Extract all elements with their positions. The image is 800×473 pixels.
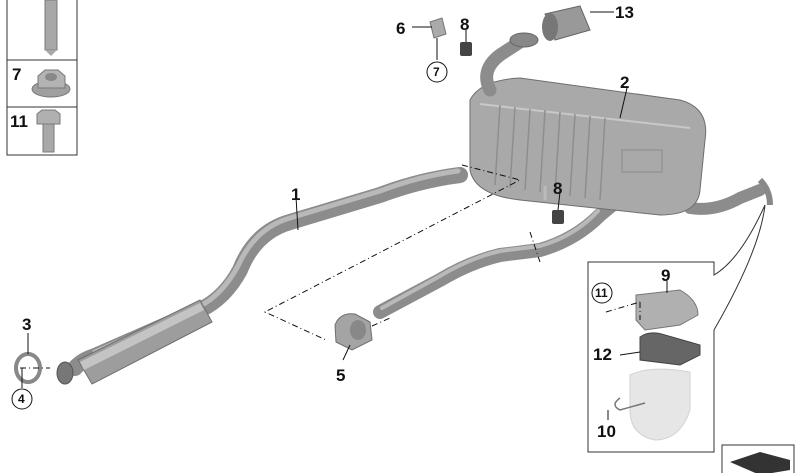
- center-pipe[interactable]: [373, 184, 766, 319]
- legend-item-11[interactable]: 11: [10, 112, 28, 131]
- detail-inset-frame: [587, 204, 766, 453]
- car-orientation-icon: [730, 452, 790, 473]
- callout-8-upper[interactable]: 8: [460, 15, 469, 34]
- callout-8-lower[interactable]: 8: [553, 179, 562, 198]
- callout-1[interactable]: 1: [291, 185, 300, 204]
- callout-9[interactable]: 9: [661, 266, 670, 285]
- stud-bolt-image: [44, 0, 58, 56]
- bracket-part-6[interactable]: [429, 17, 447, 39]
- callout-7[interactable]: 7: [433, 65, 440, 79]
- callout-12[interactable]: 12: [593, 345, 612, 364]
- assembly-line-center: [529, 231, 541, 263]
- callout-2[interactable]: 2: [620, 73, 629, 92]
- bracket-part-12[interactable]: [639, 332, 701, 366]
- callout-13[interactable]: 13: [615, 3, 634, 22]
- callout-5[interactable]: 5: [336, 366, 345, 385]
- clip-part-10[interactable]: [614, 397, 646, 411]
- flange-nut-image: [31, 69, 71, 98]
- callout-4[interactable]: 4: [18, 392, 25, 406]
- callout-circle-7: [426, 61, 448, 83]
- tailpipe-trim-part-13[interactable]: [542, 5, 591, 41]
- legend-item-7[interactable]: 7: [12, 65, 21, 84]
- assembly-line-clamp: [371, 317, 391, 327]
- orientation-icon-frame: [721, 444, 795, 473]
- front-pipe-part-1[interactable]: [56, 167, 468, 385]
- clamp-part-5[interactable]: [334, 313, 373, 351]
- callout-6[interactable]: 6: [396, 19, 405, 38]
- callout-circle-11: [591, 282, 613, 304]
- flap-actuator-part-9[interactable]: [635, 177, 773, 331]
- callout-11[interactable]: 11: [595, 286, 608, 300]
- callout-circle-4: [11, 388, 33, 410]
- exhaust-flap-ghost: [629, 368, 691, 441]
- hex-bolt-image: [36, 109, 61, 153]
- assembly-line-front: [263, 164, 522, 341]
- small-parts-legend: 7 11: [6, 0, 78, 156]
- leader-lines: [21, 11, 668, 420]
- rubber-mount-part-8[interactable]: [460, 42, 564, 224]
- assembly-line-bolt: [605, 301, 641, 320]
- callout-3[interactable]: 3: [22, 315, 31, 334]
- callout-10[interactable]: 10: [597, 422, 616, 441]
- rear-muffler-part-2[interactable]: [469, 32, 707, 216]
